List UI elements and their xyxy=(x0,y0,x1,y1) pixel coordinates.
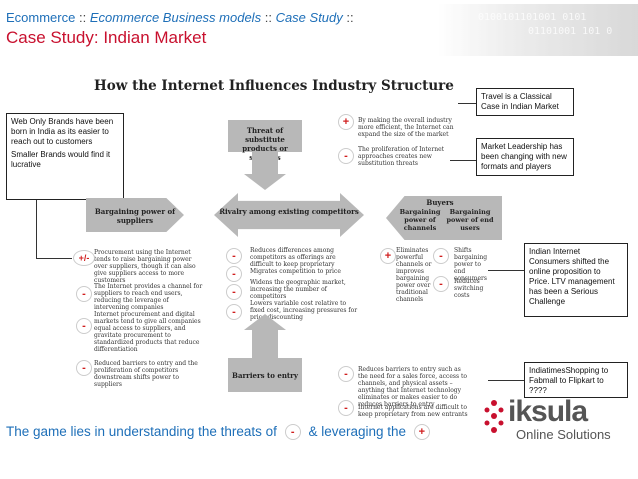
substitutes-arrow-stem xyxy=(252,152,278,174)
suppliers-text-3: Internet procurement and digital markets… xyxy=(94,311,201,353)
footer-message: The game lies in understanding the threa… xyxy=(6,424,434,441)
minus-sign: - xyxy=(76,318,92,334)
note-text: Web Only Brands have been born in India … xyxy=(11,117,114,146)
rivalry-text-1: Reduces differences among competitors as… xyxy=(250,247,336,268)
note-text: Smaller Brands would find it lucrative xyxy=(11,150,111,169)
minus-sign: - xyxy=(76,286,92,302)
suppliers-text-4: Reduced barriers to entry and the prolif… xyxy=(94,360,198,388)
plus-minus-sign: +/- xyxy=(73,250,95,266)
breadcrumb: Ecommerce :: Ecommerce Business models :… xyxy=(6,10,354,25)
iksula-logo: iksula Online Solutions xyxy=(480,395,630,445)
barriers-text-2: Internet applications are difficult to k… xyxy=(358,404,468,418)
breadcrumb-separator: :: xyxy=(78,10,87,25)
breadcrumb-separator: :: xyxy=(346,10,354,25)
note-web-only: Web Only Brands have been born in India … xyxy=(6,113,124,200)
channels-label: Bargaining power of channels xyxy=(399,208,441,232)
connector-line xyxy=(488,380,524,381)
note-leadership: Market Leadership has been changing with… xyxy=(476,138,574,176)
diagram-heading: How the Internet Influences Industry Str… xyxy=(94,78,454,94)
plus-sign: + xyxy=(413,424,430,441)
breadcrumb-item: Case Study xyxy=(275,10,343,25)
connector-line xyxy=(488,270,524,271)
connector-line xyxy=(458,103,476,104)
buyers-arrow xyxy=(386,196,502,240)
barriers-arrow-stem xyxy=(252,328,278,358)
end-users-label: Bargaining power of end users xyxy=(446,208,494,232)
minus-sign: - xyxy=(226,284,242,300)
minus-sign: - xyxy=(226,248,242,264)
logo-dots-icon xyxy=(484,400,504,433)
minus-sign: - xyxy=(433,276,449,292)
substitutes-text-1: By making the overall industry more effi… xyxy=(358,117,454,138)
minus-sign: - xyxy=(226,266,242,282)
suppliers-text-1: Procurement using the Internet tends to … xyxy=(94,249,196,284)
header-decoration: 0100101101001 0101 01101001 101 0 xyxy=(438,4,638,56)
minus-sign: - xyxy=(338,366,354,382)
substitutes-box: Threat of substitute products or service… xyxy=(228,120,302,162)
slide-header: 0100101101001 0101 01101001 101 0 Ecomme… xyxy=(0,0,638,62)
barriers-text-1: Reduces barriers to entry such as the ne… xyxy=(358,366,468,408)
plus-sign: + xyxy=(338,114,354,130)
footer-text: & leveraging the xyxy=(308,424,407,439)
end-users-text-2: Reduces switching costs xyxy=(454,278,484,299)
end-users-text-1: Shifts bargaining power to end consumers xyxy=(454,247,488,282)
note-consumers: Indian Internet Consumers shifted the on… xyxy=(524,243,628,317)
note-travel: Travel is a Classical Case in Indian Mar… xyxy=(476,88,574,116)
logo-name: iksula xyxy=(508,395,588,428)
binary-text: 0100101101001 0101 xyxy=(478,12,587,23)
substitutes-text-2: The proliferation of Internet approaches… xyxy=(358,146,445,167)
minus-sign: - xyxy=(433,248,449,264)
substitutes-arrow-head xyxy=(244,174,286,190)
note-indiatimes: IndiatimesShopping to Fabmall to Flipkar… xyxy=(524,362,628,398)
rivalry-text-3: Widens the geographic market, increasing… xyxy=(250,279,346,300)
plus-sign: + xyxy=(380,248,396,264)
breadcrumb-separator: :: xyxy=(264,10,272,25)
buyers-label: Buyers xyxy=(426,198,454,207)
connector-line xyxy=(36,258,72,259)
binary-text: 01101001 101 0 xyxy=(528,26,613,37)
breadcrumb-item: Ecommerce xyxy=(6,10,76,25)
footer-text: The game lies in understanding the threa… xyxy=(6,424,277,439)
barriers-box: Barriers to entry xyxy=(228,358,302,392)
suppliers-text-2: The Internet provides a channel for supp… xyxy=(94,283,203,311)
connector-line xyxy=(450,160,476,161)
minus-sign: - xyxy=(284,424,301,441)
logo-subtitle: Online Solutions xyxy=(516,427,611,442)
minus-sign: - xyxy=(76,360,92,376)
minus-sign: - xyxy=(338,148,354,164)
rivalry-text-2: Migrates competition to price xyxy=(250,268,341,275)
breadcrumb-item: Ecommerce Business models xyxy=(89,10,262,25)
rivalry-arrow: Rivalry among existing competitors xyxy=(214,193,364,237)
suppliers-arrow: Bargaining power of suppliers xyxy=(86,198,184,232)
slide-title: Case Study: Indian Market xyxy=(6,28,207,47)
minus-sign: - xyxy=(338,400,354,416)
minus-sign: - xyxy=(226,304,242,320)
connector-line xyxy=(36,200,37,258)
channels-text-1: Eliminates powerful channels or improves… xyxy=(396,247,432,303)
barriers-arrow-head xyxy=(244,314,286,330)
